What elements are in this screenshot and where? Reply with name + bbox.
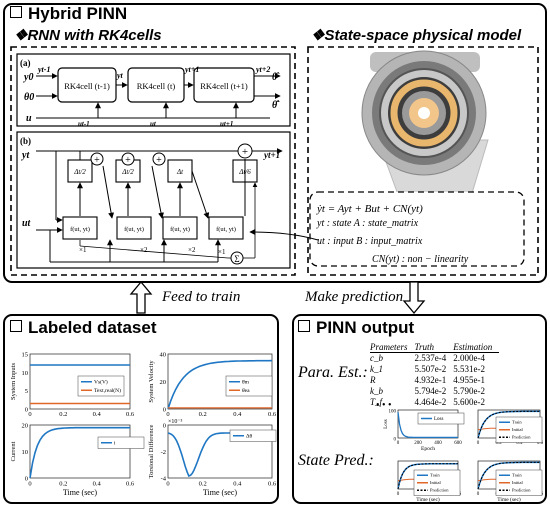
a-u-input: u [26, 113, 32, 124]
dataset-panel [3, 314, 279, 504]
predict-arrow-icon [402, 281, 426, 315]
table-header: Prameters [370, 342, 415, 353]
gearbox-image [361, 50, 489, 201]
f-block: f(ut, yt) [162, 216, 198, 240]
b-u-input: ut [22, 218, 32, 229]
a-theta-hat-output: θ̂ [272, 72, 280, 83]
svg-text:Σ: Σ [234, 254, 239, 264]
rk4-cell: RK4cell (t+1) [193, 67, 255, 103]
svg-text:Δt: Δt [176, 168, 184, 176]
f-block: f(ut, yt) [208, 216, 244, 240]
svg-text:Δt/2: Δt/2 [121, 168, 134, 176]
step-block: Δt/2 [67, 159, 93, 183]
weight-label: ×2 [140, 246, 148, 254]
b-y-input: yt [21, 150, 30, 161]
a-y-state: yt-1 [37, 65, 50, 74]
table-ellipsis: • • • [376, 400, 392, 411]
a-y-state: yt+1 [184, 65, 199, 74]
panel-a-frame [16, 53, 291, 127]
input-definition: ut : input B : input_matrix [317, 236, 423, 247]
plus-node: + [121, 152, 135, 166]
svg-text:+: + [125, 155, 131, 166]
rnn-dashed-frame [10, 46, 296, 276]
svg-text:+: + [156, 155, 162, 166]
svg-text:f(ut, yt): f(ut, yt) [216, 226, 236, 233]
rk4-cell: RK4cell (t) [127, 67, 185, 103]
state-space-subtitle: ❖State-space physical model [311, 27, 522, 44]
table-header: Estimation [453, 342, 500, 353]
feed-to-train-label: Feed to train [162, 289, 241, 305]
weight-label: ×1 [79, 246, 87, 254]
svg-text:f(ut, yt): f(ut, yt) [70, 226, 90, 233]
hybrid-pinn-title: Hybrid PINN [10, 4, 127, 24]
ss-dashed-frame [307, 46, 539, 276]
table-header: Truth [414, 342, 454, 353]
state-definition: yt : state A : state_matrix [316, 218, 419, 229]
pinn-output-title: PINN output [298, 318, 414, 338]
svg-text:+: + [94, 155, 100, 166]
svg-text:RK4cell (t): RK4cell (t) [137, 81, 176, 91]
a-u-label: ut+1 [220, 120, 233, 128]
svg-text:RK4cell (t+1): RK4cell (t+1) [200, 81, 248, 91]
f-block: f(ut, yt) [116, 216, 152, 240]
feed-arrow-icon [129, 280, 153, 314]
weight-label: ×2 [188, 246, 196, 254]
svg-text:f(ut, yt): f(ut, yt) [124, 226, 144, 233]
a-u-label: ut-1 [78, 120, 90, 128]
panel-b-label: (b) [20, 136, 31, 146]
panel-b-frame [16, 131, 291, 269]
a-theta-input: θ0 [24, 92, 34, 103]
make-prediction-label: Make prediction [305, 289, 404, 305]
svg-text:RK4cell (t-1): RK4cell (t-1) [64, 81, 110, 91]
weight-label: ×1 [218, 248, 226, 256]
checkbox-square-icon [298, 320, 310, 332]
state-equation: ẏt = Ayt + But + CN(yt) [316, 203, 423, 215]
checkbox-square-icon [10, 6, 22, 18]
rnn-subtitle: ❖RNN with RK4cells [14, 27, 162, 44]
panel-a-label: (a) [20, 58, 31, 68]
svg-text:f(ut, yt): f(ut, yt) [170, 226, 190, 233]
checkbox-square-icon [10, 320, 22, 332]
plus-node [237, 143, 253, 159]
state-pred-label: State Pred.: [298, 452, 374, 469]
b-y-output: yt+1 [263, 150, 280, 160]
dataset-title: Labeled dataset [10, 318, 157, 338]
f-block: f(ut, yt) [62, 216, 98, 240]
a-u-label: ut [150, 120, 157, 128]
sum-node: Σ [230, 251, 244, 265]
nonlinearity-definition: CN(yt) : non − linearity [372, 254, 469, 265]
equation-box [309, 191, 525, 267]
step-block: Δt [167, 159, 193, 183]
a-theta-dot-hat-output: θ̂̇ [272, 100, 280, 111]
svg-text:+: + [242, 146, 248, 158]
table-header-row: Prameters Truth Estimation [370, 342, 500, 353]
rk4-cell: RK4cell (t-1) [57, 67, 117, 103]
svg-text:Δt/2: Δt/2 [73, 168, 86, 176]
a-y-state: yt [116, 71, 124, 80]
plus-node: + [152, 152, 166, 166]
para-est-label: Para. Est.: [298, 364, 368, 381]
a-y-state: yt+2 [255, 65, 270, 74]
a-y-input: y0 [23, 72, 33, 83]
plus-node: + [90, 152, 104, 166]
